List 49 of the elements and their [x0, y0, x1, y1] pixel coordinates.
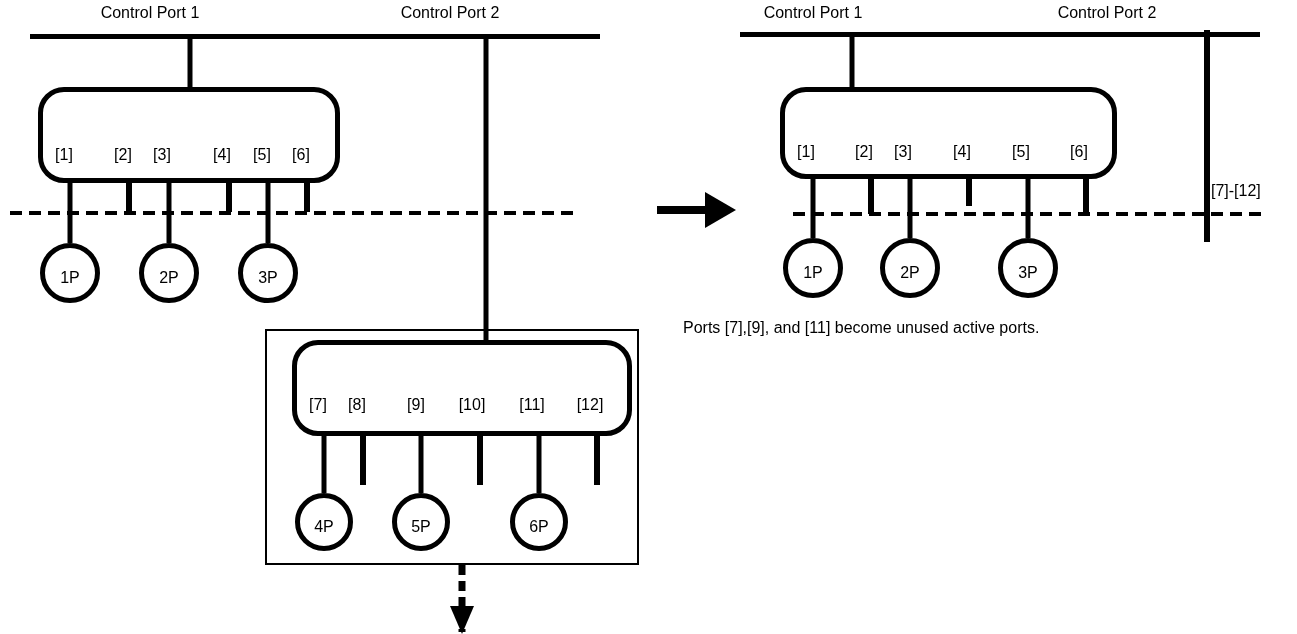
device-circle: 3P — [238, 243, 298, 303]
device-circle: 1P — [783, 238, 843, 298]
device-circle: 5P — [392, 493, 450, 551]
port-number: [1] — [55, 146, 73, 165]
port-number: [6] — [292, 146, 310, 165]
port-label: Control Port 1 — [100, 4, 200, 23]
connector-line — [810, 179, 816, 238]
connector-line — [536, 436, 542, 493]
device-circle: 6P — [510, 493, 568, 551]
port-number: [5] — [1012, 143, 1030, 162]
connector-line — [321, 436, 327, 493]
connector-line — [166, 183, 172, 243]
connector-line — [265, 183, 271, 243]
connector-line — [483, 39, 489, 340]
port-label: Control Port 1 — [763, 4, 863, 23]
group-frame — [265, 329, 639, 565]
device-circle: 1P — [40, 243, 100, 303]
port-number: [11] — [519, 396, 545, 415]
port-range-label: [7]-[12] — [1211, 181, 1262, 201]
port-number: [3] — [894, 143, 912, 162]
port-number: [2] — [114, 146, 132, 165]
port-number: [12] — [576, 396, 604, 415]
connector-line — [187, 39, 193, 87]
hub-box — [292, 340, 632, 436]
port-number: [4] — [213, 146, 231, 165]
port-number: [4] — [953, 143, 971, 162]
connector-line — [849, 37, 855, 87]
connector-line — [418, 436, 424, 493]
hub-box — [780, 87, 1117, 179]
connector-line — [67, 183, 73, 243]
connector-line — [1025, 179, 1031, 238]
device-circle: 2P — [880, 238, 940, 298]
port-number: [7] — [309, 396, 327, 415]
port-number: [1] — [797, 143, 815, 162]
device-circle: 2P — [139, 243, 199, 303]
port-number: [5] — [253, 146, 271, 165]
port-label: Control Port 2 — [1057, 4, 1157, 23]
port-number: [9] — [407, 396, 425, 415]
note-text: Ports [7],[9], and [11] become unused active ports. — [683, 318, 1041, 338]
device-circle: 4P — [295, 493, 353, 551]
hub-box — [38, 87, 340, 183]
port-label: Control Port 2 — [400, 4, 500, 23]
port-number: [2] — [855, 143, 873, 162]
port-number: [3] — [153, 146, 171, 165]
connector-line — [907, 179, 913, 238]
port-number: [8] — [348, 396, 366, 415]
port-number: [10] — [458, 396, 486, 415]
device-circle: 3P — [998, 238, 1058, 298]
port-number: [6] — [1070, 143, 1088, 162]
